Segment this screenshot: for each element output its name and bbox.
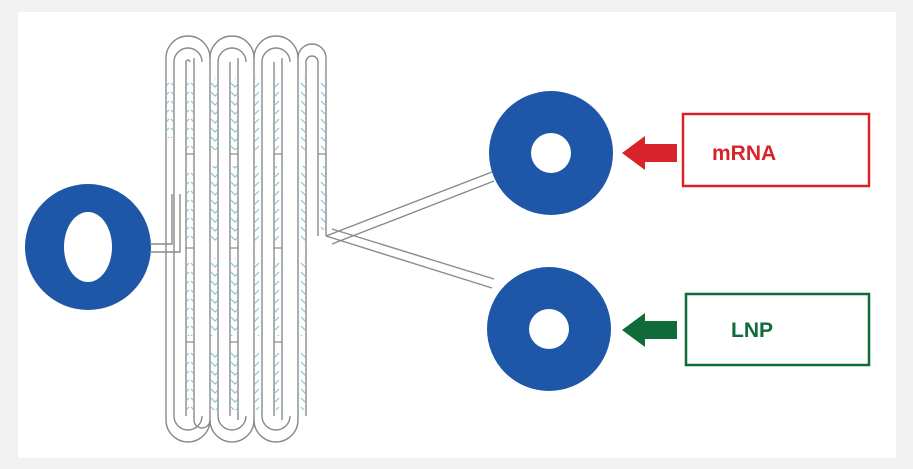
lnp-label-box: LNP <box>684 292 871 367</box>
mrna-label: mRNA <box>712 142 776 165</box>
lnp-label: LNP <box>731 319 773 342</box>
outlet-channel <box>150 194 181 253</box>
mrna-arrow-icon <box>622 136 677 170</box>
mrna-label-box: mRNA <box>681 112 871 188</box>
lnp-arrow-icon <box>622 313 677 347</box>
inlet-channels <box>325 171 495 289</box>
serpentine-mixing-channel <box>165 35 327 443</box>
lnp-inlet-reservoir-icon <box>487 267 611 391</box>
outlet-reservoir-icon <box>25 184 151 310</box>
herringbone-mixing-pattern <box>167 78 325 410</box>
mrna-inlet-reservoir-icon <box>489 91 613 215</box>
diagram-canvas <box>18 12 896 458</box>
